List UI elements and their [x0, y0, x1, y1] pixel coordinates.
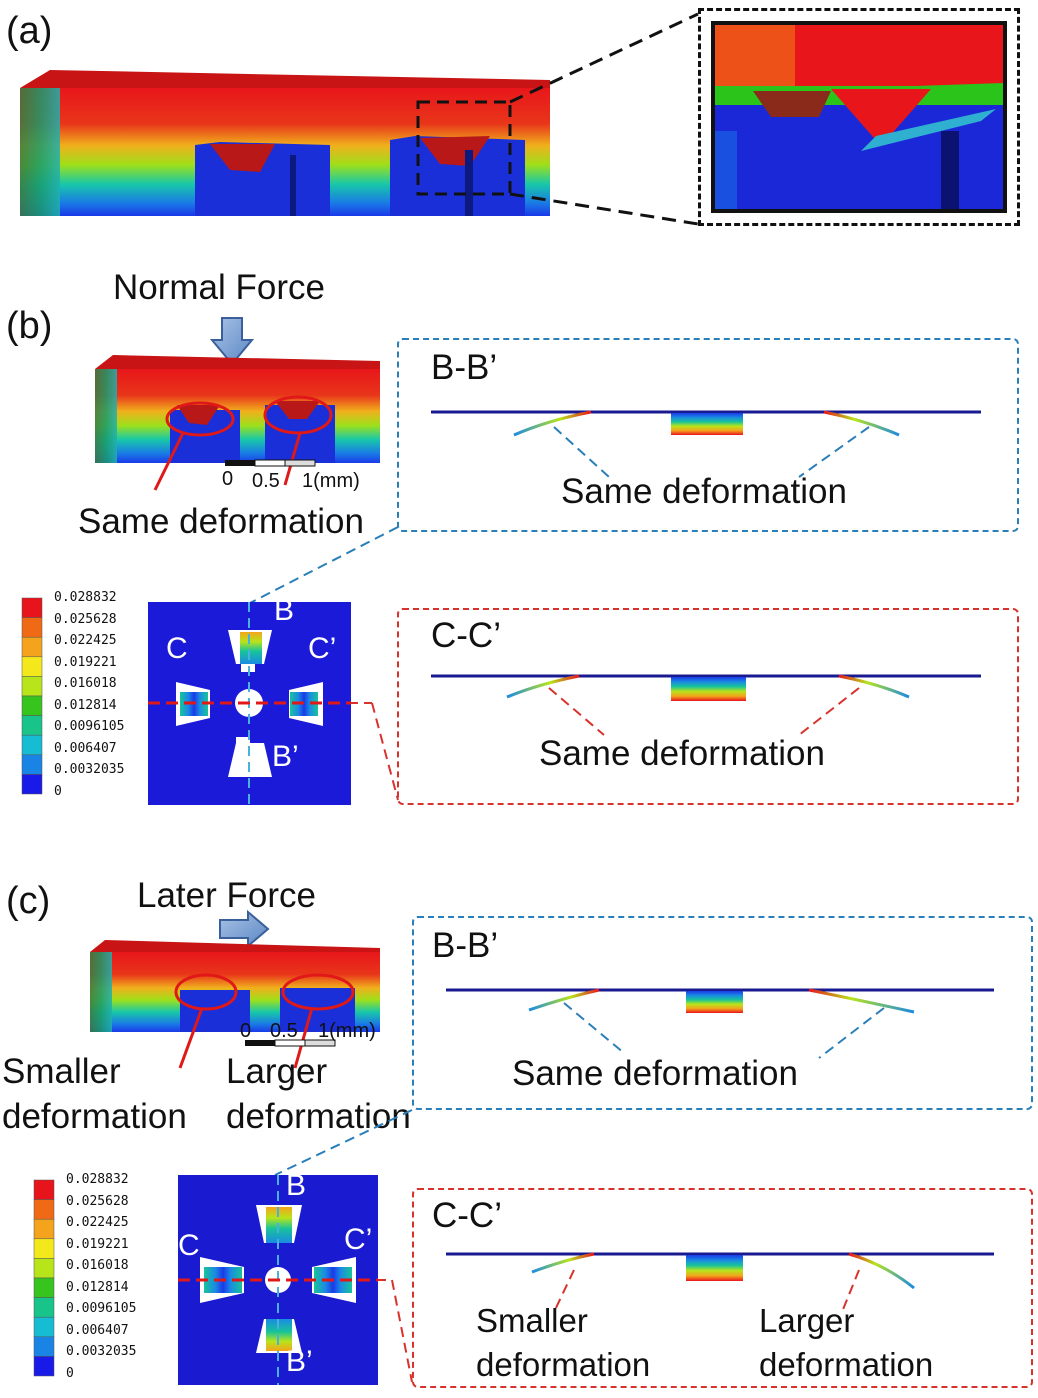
panel-b-bb-caption: Same deformation [561, 472, 847, 511]
panel-c-left-caption-2: deformation [2, 1097, 187, 1136]
panel-c-bb-profile [446, 988, 994, 1059]
later-force-arrow-icon [219, 909, 270, 949]
panel-c-cc-left-caption-2: deformation [476, 1346, 651, 1383]
panel-b-cc-profile [431, 674, 981, 736]
panel-b-cc-section: C-C’ Same deformation [397, 608, 1019, 805]
panel-b-legend-labels: 0.028832 0.025628 0.022425 0.019221 0.016018… [54, 590, 154, 804]
plan-b-label-b-bottom: B’ [272, 740, 299, 773]
panel-c-cc-section: C-C’ Smaller deformation Larger deformat… [412, 1188, 1033, 1388]
panel-c-legend-value: 0.0032035 [66, 1344, 137, 1359]
panel-c-legend-swatch [33, 1179, 55, 1200]
panel-c-legend-value: 0.028832 [66, 1172, 129, 1187]
panel-c-plan-view: B C C’ B’ [178, 1169, 378, 1385]
panel-c-right-caption-1: Larger [226, 1052, 328, 1091]
later-force-label: Later Force [137, 876, 316, 915]
normal-force-arrow-icon [209, 317, 255, 366]
panel-c-3d-model [90, 940, 380, 1069]
plan-c-label-b-top: B [286, 1169, 307, 1202]
panel-c-legend-value: 0.012814 [66, 1279, 129, 1295]
panel-b-scale-tick-0: 0 [222, 468, 234, 490]
plan-b-label-c-right: C’ [308, 632, 337, 665]
panel-c-legend-value: 0 [66, 1365, 74, 1381]
panel-c-scale-bar [245, 1039, 336, 1047]
panel-b-color-legend [21, 597, 43, 795]
panel-b-legend-value: 0.028832 [54, 590, 117, 605]
zoom-lines [509, 12, 699, 226]
panel-b-bb-profile [431, 410, 981, 478]
panel-c-left-caption-1: Smaller [2, 1052, 121, 1091]
panel-b-scale-tick-2: 1(mm) [302, 470, 360, 492]
panel-b-legend-value: 0.006407 [54, 740, 117, 756]
plan-c-label-c-right: C’ [344, 1223, 373, 1256]
panel-b-scale-tick-1: 0.5 [252, 470, 280, 492]
panel-b-legend-value: 0.019221 [54, 654, 117, 670]
panel-c-legend-value: 0.025628 [66, 1193, 129, 1209]
panel-a-3d-model [20, 70, 550, 216]
panel-b-3d-model [95, 355, 380, 491]
panel-c-right-caption-2: deformation [226, 1097, 411, 1136]
panel-b-cc-caption: Same deformation [539, 734, 825, 773]
panel-c-legend-swatch [33, 1238, 55, 1259]
panel-b-legend-swatch [21, 774, 43, 795]
panel-b-bb-title: B-B’ [431, 348, 498, 387]
panel-c-legend-value: 0.006407 [66, 1322, 129, 1338]
panel-c-legend-labels: 0.028832 0.025628 0.022425 0.019221 0.016018… [66, 1172, 166, 1386]
panel-b-legend-value: 0.012814 [54, 697, 117, 713]
panel-b-cc-title: C-C’ [431, 616, 501, 655]
panel-c-legend-value: 0.019221 [66, 1236, 129, 1252]
panel-c-legend-swatch [33, 1316, 55, 1338]
panel-b-legend-value: 0.022425 [54, 633, 117, 648]
panel-c-cc-right-caption-2: deformation [759, 1346, 934, 1383]
panel-c-color-legend [33, 1179, 55, 1377]
panel-c-legend-swatch [33, 1356, 55, 1377]
panel-c-cc-right-caption-1: Larger [759, 1302, 855, 1339]
panel-b-label: (b) [6, 305, 53, 347]
panel-b-legend-value: 0.016018 [54, 676, 117, 691]
panel-c-label: (c) [6, 880, 51, 922]
panel-b-connector-lines [249, 526, 399, 801]
panel-c-legend-value: 0.016018 [66, 1258, 129, 1273]
panel-b-legend-value: 0 [54, 783, 62, 799]
plan-b-label-c-left: C [166, 632, 188, 665]
plan-c-label-b-bottom: B’ [286, 1345, 313, 1378]
panel-c-legend-swatch [33, 1258, 55, 1279]
panel-c-legend-swatch [33, 1199, 55, 1220]
panel-c-legend-swatch [33, 1297, 55, 1318]
panel-c-cc-title: C-C’ [432, 1196, 502, 1235]
panel-c-legend-swatch [33, 1277, 55, 1298]
panel-b-legend-value: 0.0032035 [54, 762, 125, 777]
panel-c-legend-swatch [33, 1218, 55, 1240]
panel-c-cc-profile [446, 1252, 994, 1313]
panel-c-legend-value: 0.022425 [66, 1215, 129, 1230]
panel-c-legend-swatch [33, 1336, 55, 1357]
panel-a-zoom-inset [698, 8, 1020, 226]
panel-c-bb-title: B-B’ [432, 926, 499, 965]
panel-b-legend-value: 0.0096105 [54, 719, 125, 734]
panel-b-legend-value: 0.025628 [54, 611, 117, 627]
panel-b-scale-bar [225, 459, 316, 467]
normal-force-label: Normal Force [113, 268, 325, 307]
panel-b-model-caption: Same deformation [78, 502, 364, 541]
panel-a-label: (a) [6, 10, 53, 52]
panel-c-scale-tick-1: 0.5 [270, 1020, 298, 1042]
panel-c-scale-tick-2: 1(mm) [318, 1020, 376, 1042]
panel-b-plan-view: B C C’ B’ [148, 594, 351, 805]
plan-b-label-b-top: B [274, 594, 295, 627]
panel-c-legend-value: 0.0096105 [66, 1301, 137, 1316]
panel-c-cc-left-caption-1: Smaller [476, 1302, 588, 1339]
panel-c-bb-section: B-B’ Same deformation [412, 916, 1033, 1110]
panel-c-bb-caption: Same deformation [512, 1054, 798, 1093]
panel-b-bb-section: B-B’ Same deformation [397, 338, 1019, 532]
plan-c-label-c-left: C [178, 1229, 200, 1262]
panel-c-scale-tick-0: 0 [240, 1020, 252, 1042]
